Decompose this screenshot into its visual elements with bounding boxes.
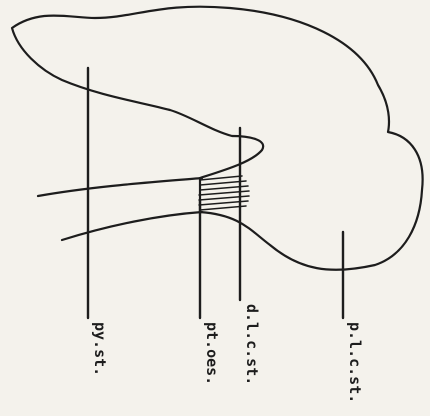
label-py-st: py.st.: [91, 322, 109, 376]
label-p-lc-st: p.l.c.st.: [346, 322, 364, 403]
oesophagus: [38, 178, 202, 240]
stomach-outline: [12, 7, 423, 270]
label-pt-oes: pt.oes.: [203, 322, 221, 385]
valve-lamellae: [199, 176, 249, 210]
label-d-lc-st: d.l.c.st.: [243, 304, 261, 385]
